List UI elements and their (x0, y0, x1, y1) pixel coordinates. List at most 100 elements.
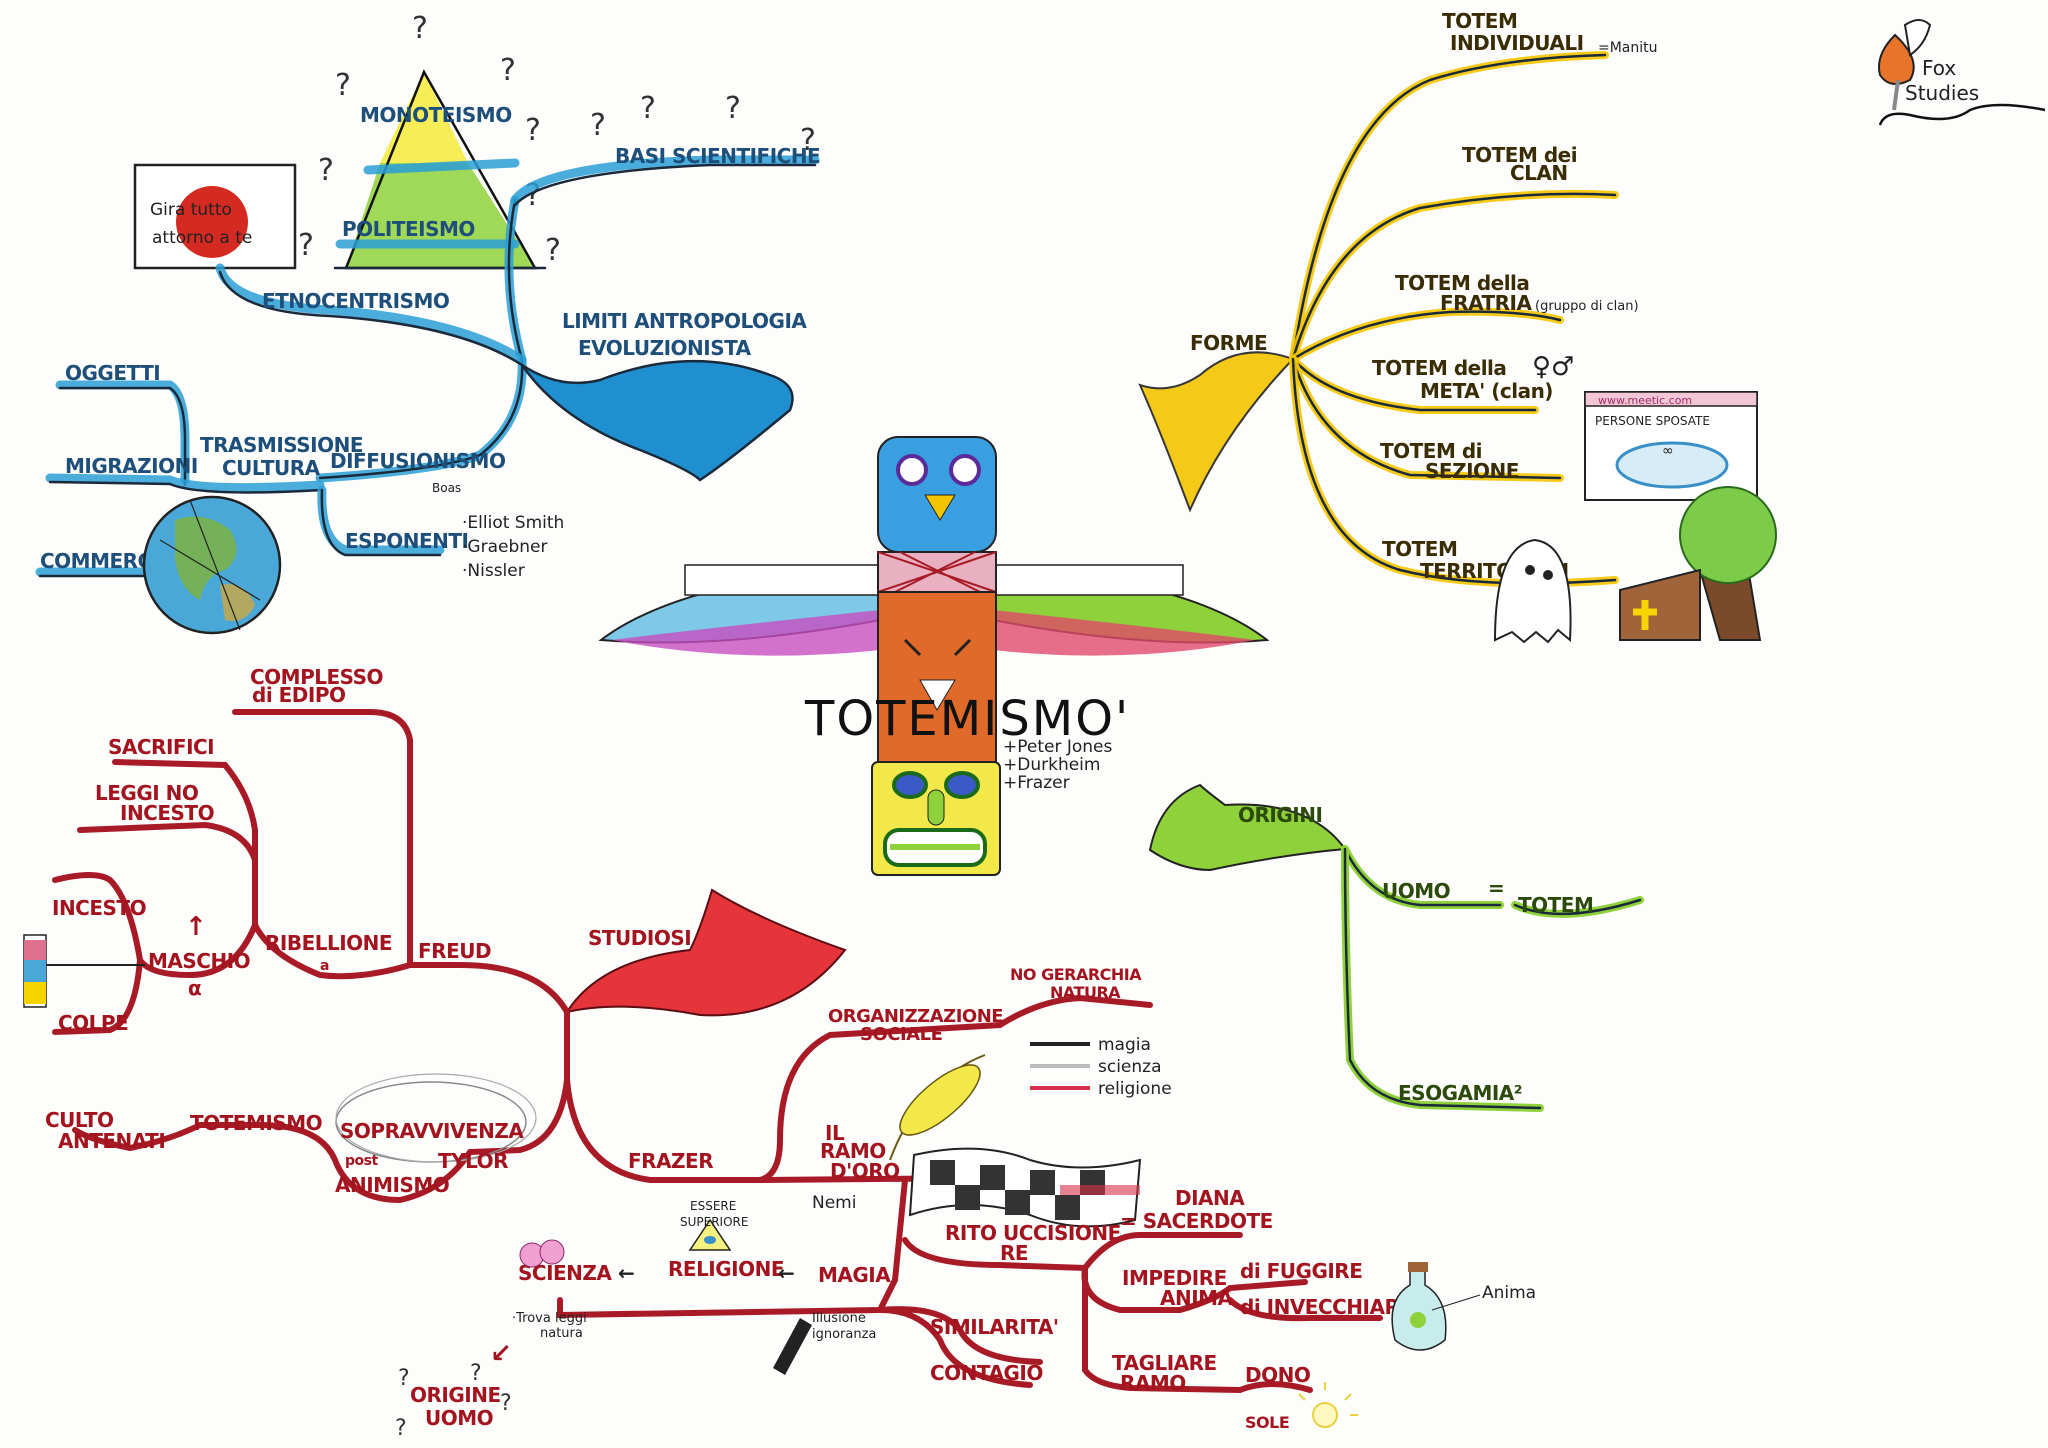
golden-bough-leaf-drawing (889, 1054, 986, 1161)
arrow-left-icon: ← (778, 1261, 794, 1285)
svg-text:·Graebner: ·Graebner (462, 537, 547, 557)
label-migrazioni: MIGRAZIONI (65, 454, 198, 478)
globe-drawing (142, 495, 282, 635)
forme-branch-fill (1138, 351, 1295, 513)
label-limiti-line2: EVOLUZIONISTA (578, 336, 752, 360)
label-ribellione: RIBELLIONE (265, 931, 392, 955)
svg-text:?: ? (395, 1416, 407, 1441)
svg-text:SOCIALE: SOCIALE (860, 1024, 942, 1045)
legend: magia scienza religione (1030, 1035, 1172, 1099)
checkered-flag-drawing (908, 1147, 1142, 1228)
svg-text:FRATRIA: FRATRIA (1440, 291, 1532, 315)
svg-text:·Elliot Smith: ·Elliot Smith (462, 513, 564, 533)
label-politeismo: POLITEISMO (342, 217, 475, 241)
svg-text:+Peter Jones: +Peter Jones (1003, 737, 1113, 757)
label-tylor: TYLOR (438, 1149, 508, 1173)
svg-text:religione: religione (1098, 1079, 1172, 1099)
fox-studies-logo: Fox Studies (1878, 19, 2046, 126)
svg-text:SUPERIORE: SUPERIORE (680, 1215, 748, 1229)
svg-text:NATURA: NATURA (1050, 983, 1121, 1002)
svg-text:?: ? (398, 1366, 410, 1391)
svg-text:Studies: Studies (1905, 81, 1979, 105)
svg-text:TOTEM: TOTEM (1442, 9, 1517, 33)
svg-text:TOTEM della: TOTEM della (1395, 271, 1529, 295)
label-sole: SOLE (1245, 1413, 1289, 1432)
svg-text:ESSERE: ESSERE (690, 1199, 736, 1213)
svg-text:?: ? (545, 233, 561, 268)
label-contagio: CONTAGIO (930, 1361, 1043, 1385)
limiti-branch-fill (520, 359, 794, 482)
label-trasmissione-line1: TRASMISSIONE (200, 433, 363, 457)
svg-text:∞: ∞ (1662, 443, 1674, 459)
svg-text:TAGLIARE: TAGLIARE (1112, 1351, 1217, 1375)
label-basi-scientifiche: BASI SCIENTIFICHE (615, 144, 820, 168)
label-esponenti: ESPONENTI (345, 529, 468, 553)
svg-text:ORIGINE: ORIGINE (410, 1383, 501, 1407)
label-anima: Anima (1482, 1283, 1536, 1303)
blue-branch: ??? ??? ??? ??? MONOTEISMO POLITEISMO Gi… (35, 11, 821, 635)
svg-text:CLAN: CLAN (1510, 161, 1568, 185)
green-branch: ORIGINI UOMO = TOTEM ESOGAMIA² (1148, 783, 1644, 1112)
svg-text:TOTEM della: TOTEM della (1372, 356, 1506, 380)
svg-text:META' (clan): META' (clan) (1420, 379, 1553, 403)
label-maschio: MASCHIO (148, 949, 250, 973)
label-colpe: COLPE (58, 1011, 128, 1035)
svg-text:α: α (188, 976, 201, 1000)
svg-text:Fox: Fox (1922, 56, 1956, 80)
label-boas: Boas (432, 481, 461, 495)
flower-drawing (519, 1239, 565, 1268)
origini-branch-fill (1148, 783, 1347, 872)
svg-text:Gira tutto: Gira tutto (150, 200, 232, 220)
label-frazer: FRAZER (628, 1149, 713, 1173)
svg-text:IMPEDIRE: IMPEDIRE (1122, 1266, 1227, 1290)
svg-text:magia: magia (1098, 1035, 1151, 1055)
svg-text:DIANA: DIANA (1175, 1186, 1245, 1210)
label-religione: RELIGIONE (668, 1257, 784, 1281)
label-origini: ORIGINI (1238, 803, 1322, 827)
svg-text:?: ? (412, 11, 428, 46)
svg-text:?: ? (318, 153, 334, 188)
svg-text:?: ? (298, 228, 314, 263)
svg-text:RAMO: RAMO (820, 1139, 886, 1163)
svg-text:INDIVIDUALI: INDIVIDUALI (1450, 31, 1584, 55)
svg-text:+Durkheim: +Durkheim (1003, 755, 1100, 775)
svg-text:di EDIPO: di EDIPO (252, 683, 346, 707)
svg-text:natura: natura (540, 1326, 583, 1341)
totem-pole-drawing (598, 436, 1270, 876)
svg-text:ORGANIZZAZIONE: ORGANIZZAZIONE (828, 1006, 1003, 1027)
gira-tutto-box: Gira tutto attorno a te (133, 163, 297, 270)
svg-text:?: ? (470, 1361, 482, 1386)
yellow-branch: FORME TOTEM INDIVIDUALI =Manitu TOTEM de… (1138, 9, 1777, 644)
label-sacrifici: SACRIFICI (108, 735, 214, 759)
website-window-drawing: www.meetic.com PERSONE SPOSATE ∞ (1584, 391, 1758, 501)
label-monoteismo: MONOTEISMO (360, 103, 512, 127)
svg-text:RE: RE (1000, 1241, 1028, 1265)
svg-text:NO GERARCHIA: NO GERARCHIA (1010, 965, 1142, 984)
svg-text:PERSONE SPOSATE: PERSONE SPOSATE (1595, 414, 1710, 428)
svg-text:(gruppo di clan): (gruppo di clan) (1535, 299, 1639, 314)
svg-text:post: post (345, 1153, 378, 1169)
label-uomo: UOMO (1382, 879, 1450, 903)
label-esogamia: ESOGAMIA² (1398, 1081, 1522, 1105)
svg-text:TOTEM di: TOTEM di (1380, 439, 1482, 463)
svg-text:ANIMA: ANIMA (1160, 1286, 1234, 1310)
svg-text:TOTEM: TOTEM (1382, 537, 1457, 561)
svg-text:CULTO: CULTO (45, 1108, 114, 1132)
label-similarita: SIMILARITA' (930, 1315, 1058, 1339)
svg-text:= SACERDOTE: = SACERDOTE (1120, 1209, 1273, 1233)
svg-text:·Nissler: ·Nissler (462, 561, 525, 581)
eye-triangle-icon (688, 1218, 732, 1251)
central-title: TOTEMISMO' (804, 691, 1130, 747)
ghost-drawing (1493, 538, 1572, 644)
svg-text:?: ? (335, 68, 351, 103)
svg-text:a: a (320, 958, 329, 974)
svg-text:·Trova leggi: ·Trova leggi (512, 1311, 587, 1326)
label-incesto: INCESTO (52, 896, 146, 920)
svg-text:www.meetic.com: www.meetic.com (1598, 394, 1692, 407)
label-di-fuggire: di FUGGIRE (1240, 1259, 1362, 1283)
label-forme: FORME (1190, 331, 1267, 355)
down-arrow-icon: ↙ (490, 1339, 511, 1369)
red-branch: STUDIOSI FREUD RIBELLIONE a COMPLESSO di… (23, 665, 1536, 1441)
label-limiti-line1: LIMITI ANTROPOLOGIA (562, 309, 807, 333)
